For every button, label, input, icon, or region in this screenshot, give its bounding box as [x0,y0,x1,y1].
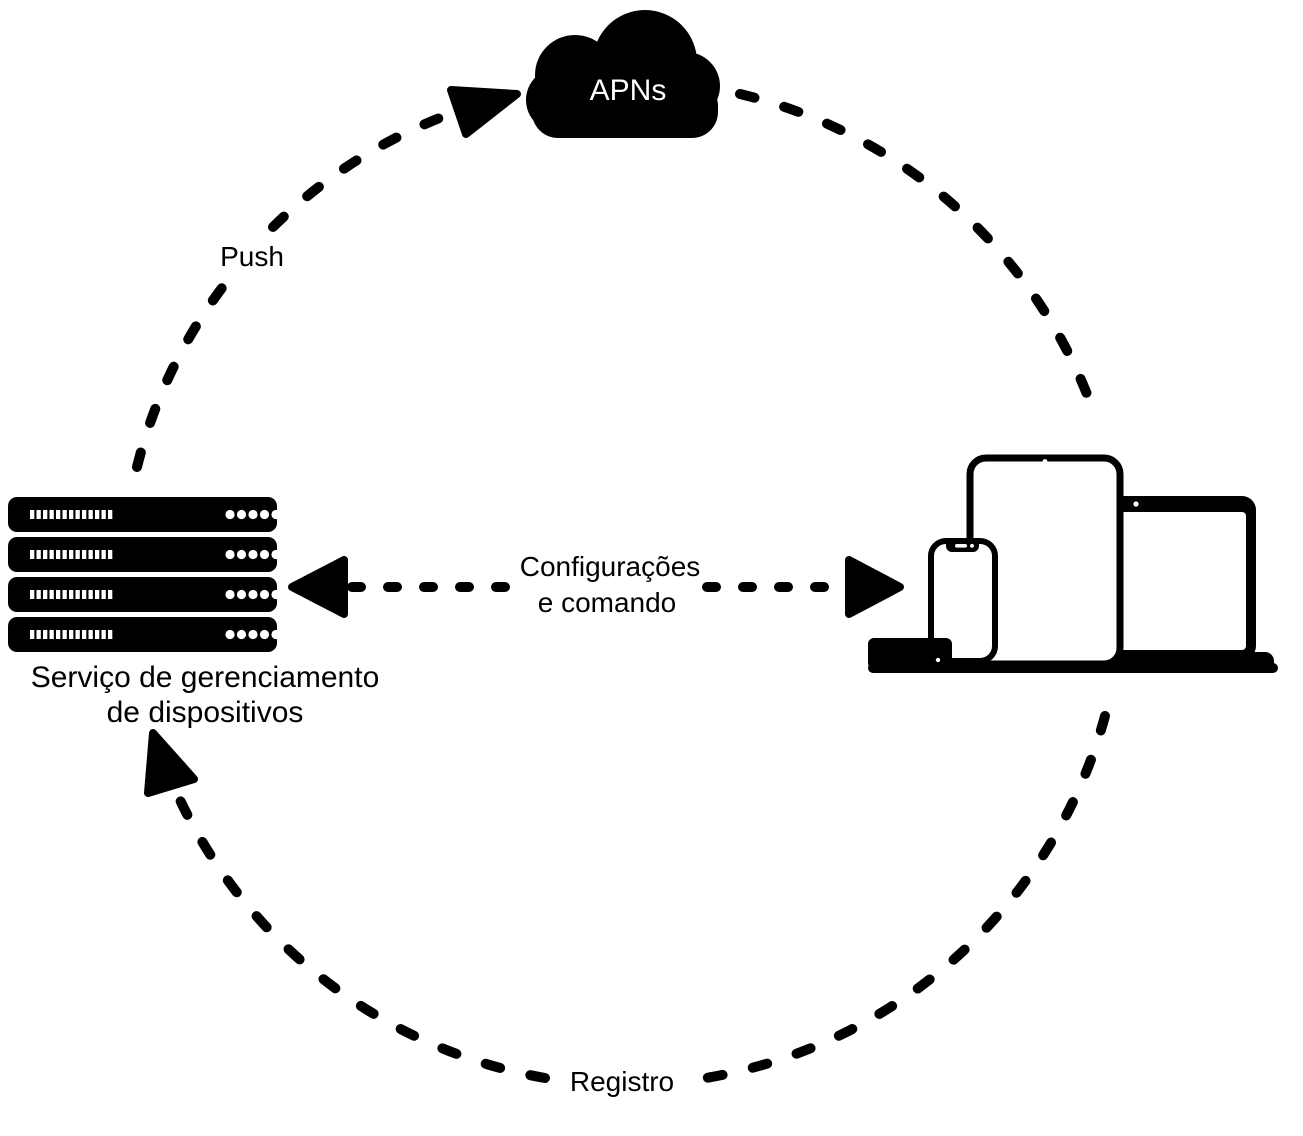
mdm-server-node: Serviço de gerenciamento de dispositivos [8,497,379,729]
server-rack-unit [8,537,281,572]
devices-to-registro-arc [688,711,1110,1085]
registro-label: Registro [570,1066,674,1097]
config-command-arrow [288,556,904,618]
server-rack-unit [8,577,281,612]
push-arc-segment [132,275,233,472]
devices-node [868,454,1278,673]
server-rack-icon [8,497,281,652]
arrowhead-icon [288,556,348,618]
push-label: Push [220,241,284,272]
apns-node: APNs [526,10,720,138]
apns-label: APNs [590,74,667,107]
push-arc [132,86,521,472]
registro-arc [144,729,550,1083]
cloud-icon [526,10,720,138]
arrowhead-icon [447,86,521,138]
push-arc-segment [268,109,455,232]
server-rack-unit [8,617,281,652]
registro-arc-segment [175,795,550,1083]
apns-to-devices-arc [735,89,1098,415]
iphone-icon [928,538,998,664]
config-label-line2: e comando [538,587,677,618]
config-label-line1: Configurações [520,551,701,582]
arrowhead-icon [144,729,198,797]
server-label-line1: Serviço de gerenciamento [31,661,380,694]
arrowhead-icon [845,556,904,618]
apple-tv-icon [868,638,952,669]
server-label-line2: de dispositivos [107,696,304,729]
server-rack-unit [8,497,281,532]
